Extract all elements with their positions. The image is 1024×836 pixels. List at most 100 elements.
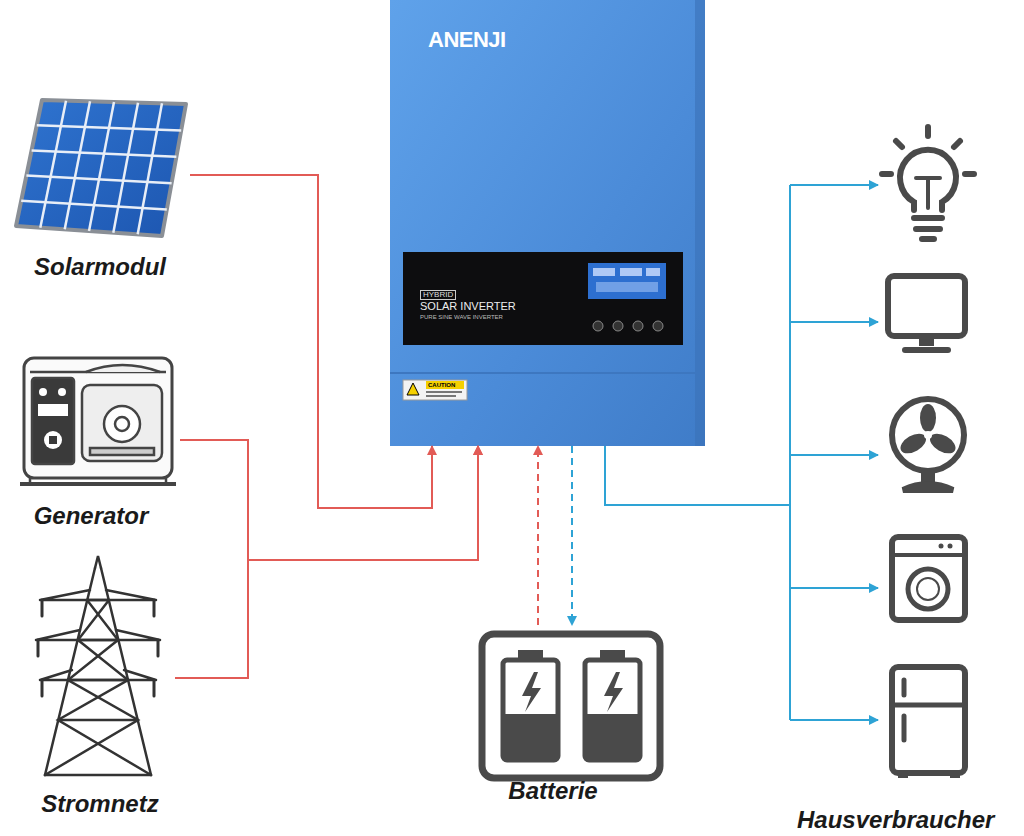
distribution-wire: [789, 185, 791, 720]
generator-illustration: [49, 436, 57, 444]
solar-panel-illustration: [26, 176, 171, 184]
power-grid-node: Stromnetz: [25, 560, 175, 826]
monitor-icon: [888, 276, 965, 336]
solar-panel-illustration: [16, 100, 186, 236]
lightbulb-icon: [916, 178, 940, 208]
power-connector: [571, 446, 573, 625]
node-label: Generator: [11, 502, 171, 531]
washing-machine-icon: [939, 544, 944, 549]
washing-machine-icon: [892, 553, 965, 557]
power-pylon-illustration: [95, 556, 101, 568]
power-pylon-illustration: [40, 590, 156, 600]
inverter-housing: [403, 252, 683, 345]
distribution-wire: [790, 321, 878, 323]
inverter-housing: [596, 282, 658, 292]
generator-illustration: [20, 358, 176, 484]
lightbulb-icon: [900, 150, 956, 210]
inverter-housing: [633, 321, 643, 331]
fan-icon: [903, 484, 953, 490]
fridge-icon: [898, 773, 908, 778]
generator-illustration: [86, 365, 160, 372]
generator-illustration: [32, 378, 74, 464]
inverter-node: ANENJIHYBRIDSOLAR INVERTERPURE SINE WAVE…: [390, 0, 705, 446]
fridge-icon: [892, 703, 965, 708]
washing-machine-icon: [917, 578, 939, 600]
solar-panel-illustration: [113, 103, 138, 233]
fan-icon: [920, 404, 936, 432]
battery-icon: [482, 634, 660, 778]
generator-illustration: [104, 406, 140, 442]
monitor-icon: [905, 347, 948, 353]
solar-panel-illustration: [21, 101, 181, 235]
power-pylon-illustration: [40, 670, 156, 680]
power-pylon-illustration: [45, 600, 151, 775]
node-label: Batterie: [478, 777, 628, 806]
fan-icon: [924, 431, 932, 439]
fridge-icon: [902, 680, 907, 740]
distribution-wire: [790, 587, 878, 589]
inverter-housing: [613, 321, 623, 331]
fridge-icon: [892, 667, 965, 773]
monitor-icon: [888, 276, 965, 350]
generator-illustration: [38, 404, 68, 416]
inverter-housing: [390, 372, 705, 374]
power-connector: [190, 175, 432, 508]
inverter-housing: [426, 391, 462, 393]
inverter-housing: [653, 321, 663, 331]
inverter-housing: [407, 383, 419, 395]
power-connector: [537, 446, 539, 625]
inverter-housing: [390, 0, 705, 446]
consumers-node: Hausverbraucher: [878, 110, 1024, 836]
power-connector: [180, 440, 478, 560]
fan-icon: [892, 399, 964, 490]
power-connector: [605, 446, 878, 505]
generator-node: Generator: [15, 350, 180, 540]
generator-illustration: [44, 431, 62, 449]
washing-machine-icon: [908, 569, 948, 609]
battery-icon: [482, 634, 660, 778]
product-name: SOLAR INVERTER: [420, 301, 516, 312]
connectors: [175, 175, 878, 678]
battery-icon: [585, 660, 640, 760]
inverter-housing: [593, 268, 615, 276]
solar-panel-illustration: [32, 150, 177, 156]
inverter-housing: [426, 381, 464, 389]
solar-panel-illustration: [40, 101, 66, 228]
fan-icon: [892, 399, 964, 471]
generator-illustration: [82, 385, 162, 461]
inverter-housing: [390, 0, 705, 446]
solar-panel-node: Solarmodul: [10, 95, 190, 290]
inverter-housing: [403, 380, 467, 400]
generator-illustration: [58, 388, 66, 396]
node-label: Solarmodul: [10, 253, 190, 282]
inverter-housing: [426, 395, 456, 397]
distribution-wire: [790, 719, 878, 721]
monitor-icon: [919, 336, 934, 346]
generator-illustration: [24, 358, 172, 478]
model-tag: HYBRID: [420, 290, 456, 300]
power-pylon-illustration: [38, 600, 158, 696]
solar-panel-illustration: [65, 101, 90, 229]
distribution-wire: [790, 184, 878, 186]
fridge-icon: [950, 773, 960, 778]
washing-machine-icon: [892, 537, 965, 620]
generator-illustration: [20, 482, 176, 486]
power-connector: [175, 446, 478, 678]
washing-machine-icon: [892, 537, 965, 620]
battery-icon: [522, 672, 541, 712]
warning-text: CAUTION: [428, 382, 455, 388]
inverter-housing: [646, 268, 660, 276]
power-pylon-illustration: [36, 630, 160, 640]
battery-icon: [604, 672, 623, 712]
fridge-icon: [892, 667, 965, 778]
battery-node: Batterie: [470, 625, 670, 815]
lightbulb-icon: [882, 127, 974, 239]
inverter-housing: [588, 263, 666, 299]
inverter-housing: [620, 268, 642, 276]
product-subtitle: PURE SINE WAVE INVERTER: [420, 314, 503, 320]
solar-panel-illustration: [138, 103, 162, 234]
battery-icon: [585, 714, 640, 760]
